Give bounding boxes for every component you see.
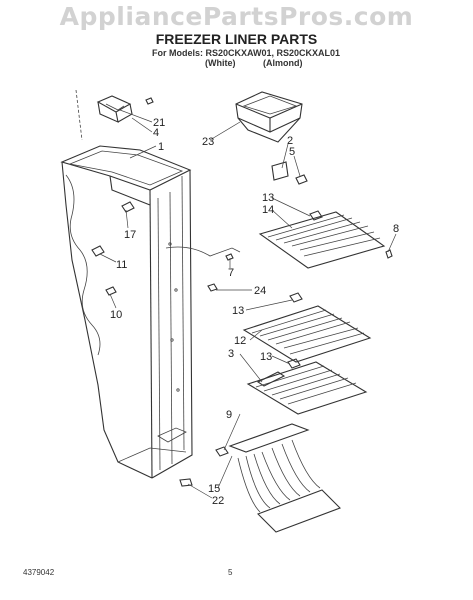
document-number: 4379042: [23, 568, 55, 577]
shelf-middle-drawing: [242, 292, 372, 363]
freezer-liner-drawing: [60, 145, 193, 479]
callout-3: 3: [228, 348, 234, 360]
callout-14: 14: [262, 204, 274, 216]
callout-numbers: 21 4 1 23 2 5 17 13 14 8 11 7 24 13 10 1…: [110, 117, 399, 507]
callout-21: 21: [153, 117, 165, 129]
variant-almond: (Almond): [263, 58, 303, 68]
callout-4: 4: [153, 127, 159, 139]
callout-12: 12: [234, 335, 246, 347]
callout-7: 7: [228, 267, 234, 279]
leader-lines: [99, 109, 397, 499]
bottom-rack-drawing: [179, 423, 341, 533]
page-title: FREEZER LINER PARTS: [155, 31, 318, 47]
bracket-screw-drawing: [271, 161, 308, 185]
callout-22: 22: [212, 495, 224, 507]
callout-23: 23: [202, 136, 214, 148]
callout-5: 5: [289, 146, 295, 158]
model-list: For Models: RS20CKXAW01, RS20CKXAL01: [152, 48, 341, 58]
top-bracket-drawing: [75, 89, 154, 141]
callout-1: 1: [158, 141, 164, 153]
callout-13-lower: 13: [260, 351, 272, 363]
callout-8: 8: [393, 223, 399, 235]
watermark: AppliancePartsPros.com: [59, 2, 414, 31]
callout-17: 17: [124, 229, 136, 241]
shelf-top-drawing: [258, 210, 393, 269]
page-number: 5: [228, 568, 233, 577]
callout-9: 9: [226, 409, 232, 421]
callout-2: 2: [287, 135, 293, 147]
ice-bin-drawing: [235, 91, 303, 143]
callout-13-top: 13: [262, 192, 274, 204]
callout-13-middle: 13: [232, 305, 244, 317]
callout-15: 15: [208, 483, 220, 495]
callout-24: 24: [254, 285, 266, 297]
variant-white: (White): [205, 58, 236, 68]
wire-and-clip-drawing: [165, 246, 241, 292]
shelf-lower-drawing: [246, 358, 368, 415]
callout-11: 11: [116, 259, 127, 271]
callout-10: 10: [110, 309, 122, 321]
